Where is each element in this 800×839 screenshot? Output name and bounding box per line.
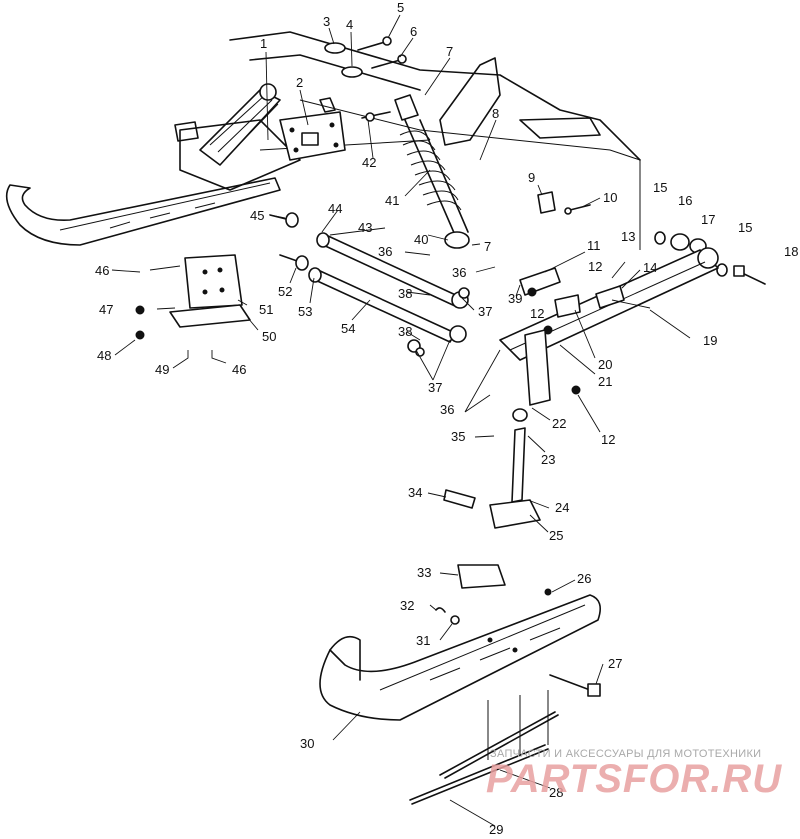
- spindle: [443, 329, 551, 529]
- callout-42: 42: [362, 155, 376, 170]
- callout-46-a: 46: [95, 263, 109, 278]
- bracket-cluster: [519, 267, 625, 395]
- callout-36-b: 36: [378, 244, 392, 259]
- callout-labels: 1 2 3 4 5 6 7 8 9 10 11 12 13 14 15 16 1…: [95, 0, 798, 837]
- callout-19: 19: [703, 333, 717, 348]
- callout-29: 29: [489, 822, 503, 837]
- callout-46-b: 46: [232, 362, 246, 377]
- callout-43: 43: [358, 220, 372, 235]
- callout-2: 2: [296, 75, 303, 90]
- callout-6: 6: [410, 24, 417, 39]
- callout-13: 13: [621, 229, 635, 244]
- callout-12-b: 12: [530, 306, 544, 321]
- leader-lines: [111, 14, 691, 827]
- callout-38-b: 38: [398, 324, 412, 339]
- callout-17: 17: [701, 212, 715, 227]
- callout-54: 54: [341, 321, 355, 336]
- callout-12-a: 12: [588, 259, 602, 274]
- steering-bracket: [135, 254, 251, 340]
- callout-45: 45: [250, 208, 264, 223]
- callout-22: 22: [552, 416, 566, 431]
- callout-7: 7: [446, 44, 453, 59]
- ski: [319, 594, 601, 721]
- wear-bars: [409, 690, 559, 805]
- callout-34: 34: [408, 485, 422, 500]
- callout-9: 9: [528, 170, 535, 185]
- callout-15-b: 15: [738, 220, 752, 235]
- callout-28: 28: [549, 785, 563, 800]
- ski-hardware: [435, 588, 601, 697]
- callout-12-c: 12: [601, 432, 615, 447]
- callout-37-a: 37: [478, 304, 492, 319]
- callout-52: 52: [278, 284, 292, 299]
- callout-24: 24: [555, 500, 569, 515]
- tie-rods: [308, 232, 470, 357]
- watermark-brand: PARTSFOR.RU: [486, 757, 782, 801]
- callout-25: 25: [549, 528, 563, 543]
- callout-36-a: 36: [440, 402, 454, 417]
- callout-32: 32: [400, 598, 414, 613]
- callout-16: 16: [678, 193, 692, 208]
- background-ski: [5, 177, 281, 246]
- callout-37-b: 37: [428, 380, 442, 395]
- callout-1: 1: [260, 36, 267, 51]
- callout-8: 8: [492, 106, 499, 121]
- callout-11: 11: [587, 238, 601, 253]
- callout-14: 14: [643, 260, 657, 275]
- callout-50: 50: [262, 329, 276, 344]
- callout-49: 49: [155, 362, 169, 377]
- callout-38-a: 38: [398, 286, 412, 301]
- mounting-plate: [279, 111, 346, 161]
- watermark: ЗАПЧАСТИ И АКСЕССУАРЫ ДЛЯ МОТОТЕХНИКИ PA…: [486, 748, 782, 801]
- small-hardware-right: [537, 191, 591, 215]
- chassis-frame: [174, 31, 641, 250]
- callout-31: 31: [416, 633, 430, 648]
- callout-36-c: 36: [452, 265, 466, 280]
- callout-47: 47: [99, 302, 113, 317]
- callout-40: 40: [414, 232, 428, 247]
- callout-53: 53: [298, 304, 312, 319]
- ski-cushion: [457, 564, 506, 589]
- callout-33: 33: [417, 565, 431, 580]
- callout-23: 23: [541, 452, 555, 467]
- watermark-caption: ЗАПЧАСТИ И АКСЕССУАРЫ ДЛЯ МОТОТЕХНИКИ: [490, 748, 761, 760]
- callout-4: 4: [346, 17, 353, 32]
- callout-39: 39: [508, 291, 522, 306]
- callout-30: 30: [300, 736, 314, 751]
- upper-bushings: [319, 36, 407, 113]
- arm-bushings: [654, 231, 766, 285]
- callout-44: 44: [328, 201, 342, 216]
- callout-5: 5: [397, 0, 404, 15]
- callout-15-a: 15: [653, 180, 667, 195]
- callout-51: 51: [259, 302, 273, 317]
- callout-21: 21: [598, 374, 612, 389]
- background-shock: [199, 83, 281, 166]
- callout-48: 48: [97, 348, 111, 363]
- callout-35: 35: [451, 429, 465, 444]
- callout-26: 26: [577, 571, 591, 586]
- callout-20: 20: [598, 357, 612, 372]
- callout-41: 41: [385, 193, 399, 208]
- callout-3: 3: [323, 14, 330, 29]
- callout-10: 10: [603, 190, 617, 205]
- rod-ends: [269, 212, 309, 271]
- callout-27: 27: [608, 656, 622, 671]
- callout-7-b: 7: [484, 239, 491, 254]
- shock-absorber: [361, 94, 470, 249]
- callout-18: 18: [784, 244, 798, 259]
